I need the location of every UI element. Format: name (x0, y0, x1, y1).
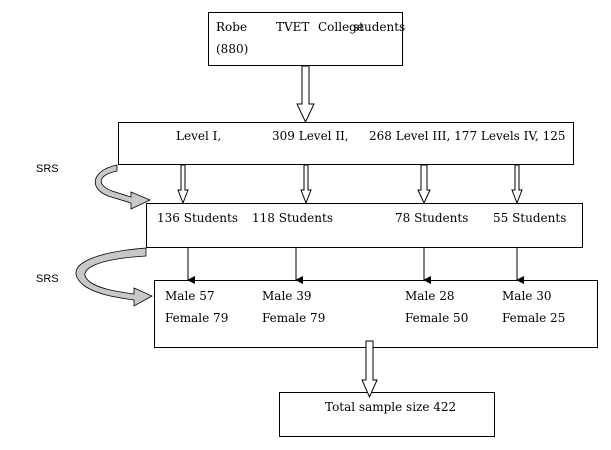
students-level-3: 78 Students (395, 211, 469, 225)
population-box: Robe TVET College students (880) (208, 12, 406, 66)
srs-curved-arrow-2 (75, 247, 153, 307)
male-level-4: Male 30 (502, 289, 552, 303)
female-level-2: Female 79 (262, 311, 326, 325)
level-text-2: 309 Level II, (272, 129, 349, 143)
female-level-1: Female 79 (165, 311, 229, 325)
levels-box: Level I, 309 Level II, 268 Level III, 17… (118, 122, 574, 165)
students-level-4: 55 Students (493, 211, 567, 225)
population-word-2: TVET (276, 20, 310, 34)
level-text-3: 268 Level III, 177 Levels IV, 125 (369, 129, 566, 143)
students-level-1: 136 Students (157, 211, 238, 225)
students-level-2: 118 Students (252, 211, 333, 225)
total-sample-size: Total sample size 422 (325, 400, 457, 414)
hollow-arrow-gender-to-total (361, 340, 378, 399)
male-level-2: Male 39 (262, 289, 312, 303)
hollow-arrow-level-3 (417, 164, 431, 205)
srs-label-1: SRS (36, 163, 59, 175)
female-level-3: Female 50 (405, 311, 469, 325)
hollow-arrow-level-2 (300, 164, 312, 205)
hollow-arrow-level-1 (177, 164, 189, 205)
srs-curved-arrow-1 (94, 164, 151, 210)
level-text-1: Level I, (176, 129, 222, 143)
gender-box: Male 57 Male 39 Male 28 Male 30 Female 7… (154, 280, 598, 348)
srs-label-2: SRS (36, 273, 59, 285)
male-level-1: Male 57 (165, 289, 215, 303)
female-level-4: Female 25 (502, 311, 566, 325)
male-level-3: Male 28 (405, 289, 455, 303)
population-count: (880) (216, 42, 249, 56)
population-word-3: College (318, 20, 364, 34)
students-box: 136 Students 118 Students 78 Students 55… (146, 203, 583, 248)
hollow-arrow-population-to-levels (296, 65, 315, 124)
total-box: Total sample size 422 (279, 392, 495, 437)
population-word-1: Robe (216, 20, 248, 34)
population-word-4: students (353, 20, 406, 34)
hollow-arrow-level-4 (511, 164, 523, 205)
